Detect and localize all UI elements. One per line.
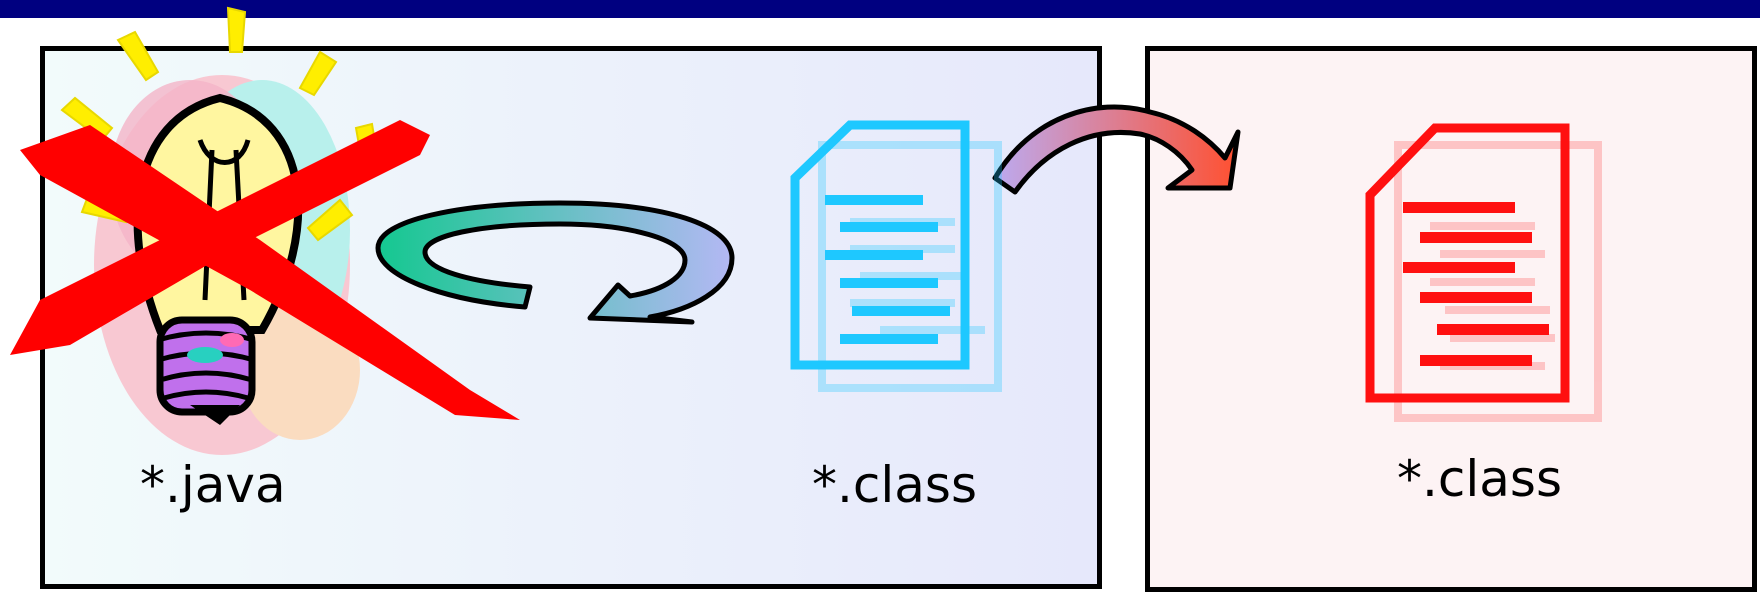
right-panel (1145, 46, 1757, 592)
title-bar (0, 0, 1760, 18)
document-icon (1365, 123, 1602, 422)
class-file-label-right: *.class (1397, 450, 1563, 508)
curved-arrow-icon (992, 104, 1241, 195)
class-file-label-left: *.class (812, 456, 978, 514)
loop-arrow-icon (375, 200, 735, 325)
document-icon (790, 120, 1002, 392)
cross-mark-icon (10, 120, 520, 420)
java-source-label: *.java (140, 456, 286, 514)
